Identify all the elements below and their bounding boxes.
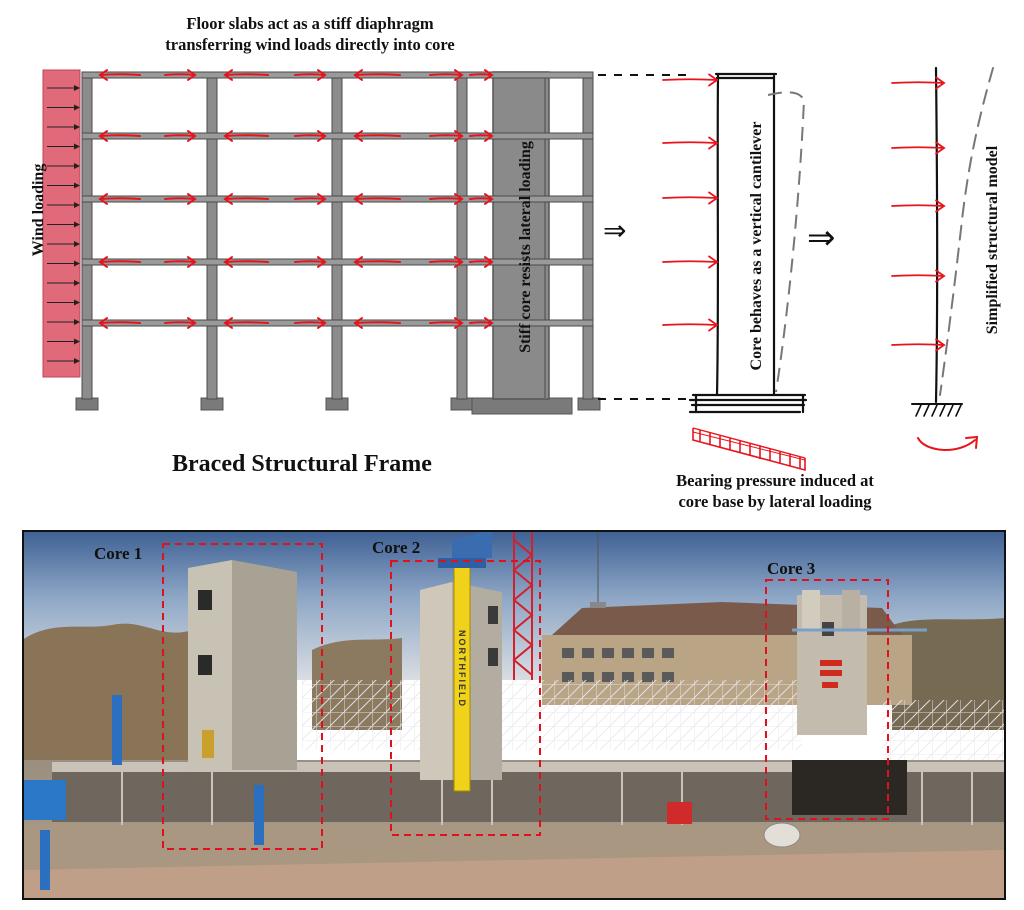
frame-footings <box>75 397 601 415</box>
foreground-red-soil <box>24 850 1004 898</box>
scaffolding-right <box>882 700 1004 760</box>
load-arrow <box>429 130 464 142</box>
load-arrow <box>429 256 464 268</box>
load-arrow <box>223 69 269 81</box>
load-arrow <box>294 69 327 81</box>
load-arrow <box>223 193 269 205</box>
load-arrow <box>164 130 197 142</box>
load-arrow <box>223 317 269 329</box>
crane-top <box>452 532 492 558</box>
load-arrow <box>429 69 464 81</box>
core-1-highlight-box <box>162 543 323 850</box>
floor-slabs <box>81 71 594 327</box>
load-arrow <box>662 255 719 269</box>
frame-title: Braced Structural Frame <box>172 451 432 477</box>
load-arrow <box>98 317 141 329</box>
wind-loading-label: Wind loading <box>30 163 47 257</box>
core-1-label: Core 1 <box>94 544 143 563</box>
mobile-elevating-platform <box>667 802 692 824</box>
load-arrow <box>429 193 464 205</box>
stiff-core-label: Stiff core resists lateral loading <box>517 141 534 353</box>
load-arrow <box>294 317 327 329</box>
load-arrow <box>223 256 269 268</box>
concrete-slab <box>52 762 1004 772</box>
diaphragm-caption-line-1: Floor slabs act as a stiff diaphragm <box>186 14 434 33</box>
crane-cab <box>438 558 486 568</box>
load-arrow <box>98 193 141 205</box>
load-arrow <box>223 130 269 142</box>
load-arrow <box>469 193 494 205</box>
core-2-highlight-box <box>390 560 541 836</box>
load-arrow <box>469 69 494 81</box>
scaffolding-mid <box>302 680 802 750</box>
simplified-model-label: Simplified structural model <box>984 145 1001 335</box>
structural-diagram <box>42 66 994 472</box>
load-arrow <box>353 130 401 142</box>
bearing-caption-line-2: core base by lateral loading <box>678 492 872 511</box>
implies-arrow-1: ⇒ <box>603 214 627 247</box>
crane-mast-text: NORTHFIELD <box>457 630 467 708</box>
load-arrow <box>891 338 946 352</box>
load-arrow <box>469 256 494 268</box>
wind-load-arrows <box>47 85 80 364</box>
load-arrow <box>98 130 141 142</box>
load-arrow <box>891 199 946 213</box>
model-load-arrows <box>891 76 946 352</box>
blue-column-left <box>112 695 122 765</box>
load-arrow <box>164 69 197 81</box>
cantilever-deflected-shape <box>767 91 806 393</box>
load-arrow <box>469 317 494 329</box>
load-arrow <box>353 193 401 205</box>
blue-column-core1 <box>254 785 264 845</box>
bearing-pressure-diagram <box>692 427 806 472</box>
load-arrow <box>469 130 494 142</box>
load-arrow <box>891 141 946 155</box>
core-3-highlight-box <box>765 579 889 820</box>
load-arrow <box>891 269 946 283</box>
concrete-mixer <box>763 822 801 848</box>
cantilever-load-arrows <box>662 73 719 332</box>
simplified-model-sketch <box>911 66 994 451</box>
cantilever-label: Core behaves as a vertical cantilever <box>748 121 765 371</box>
load-arrow <box>294 130 327 142</box>
diaphragm-load-arrows <box>98 69 494 329</box>
load-arrow <box>164 256 197 268</box>
load-arrow <box>353 69 401 81</box>
bearing-caption-line-1: Bearing pressure induced at <box>676 471 874 490</box>
load-arrow <box>353 317 401 329</box>
stiff-core-wall <box>492 71 550 400</box>
load-arrow <box>662 73 719 87</box>
cantilever-sketch <box>688 72 808 414</box>
load-arrow <box>164 193 197 205</box>
diaphragm-caption-line-2: transferring wind loads directly into co… <box>165 35 455 54</box>
hoisted-load <box>590 602 606 608</box>
load-arrow <box>98 256 141 268</box>
blue-hoarding-sign <box>24 780 66 820</box>
load-arrow <box>662 318 719 332</box>
implies-arrow-2: ⇒ <box>807 218 836 258</box>
core-2-label: Core 2 <box>372 538 421 557</box>
load-arrow <box>429 317 464 329</box>
load-arrow <box>294 193 327 205</box>
wind-load-block <box>42 69 81 378</box>
tree-line <box>24 623 192 770</box>
red-tower-crane <box>512 532 534 680</box>
load-arrow <box>891 76 946 90</box>
building-windows <box>562 648 674 682</box>
load-arrow <box>353 256 401 268</box>
blue-column-foreground <box>40 830 50 890</box>
bearing-pressure-caption: Bearing pressure induced at core base by… <box>625 470 925 512</box>
load-arrow <box>164 317 197 329</box>
load-arrow <box>294 256 327 268</box>
load-arrow <box>98 69 141 81</box>
load-arrow <box>662 136 719 150</box>
construction-site-photo: NORTHFIELD <box>22 530 1006 900</box>
load-arrow <box>662 191 719 205</box>
diaphragm-caption: Floor slabs act as a stiff diaphragm tra… <box>110 13 510 55</box>
frame-columns <box>81 71 594 400</box>
core-3-label: Core 3 <box>767 559 816 578</box>
core-1-structure <box>188 560 297 770</box>
